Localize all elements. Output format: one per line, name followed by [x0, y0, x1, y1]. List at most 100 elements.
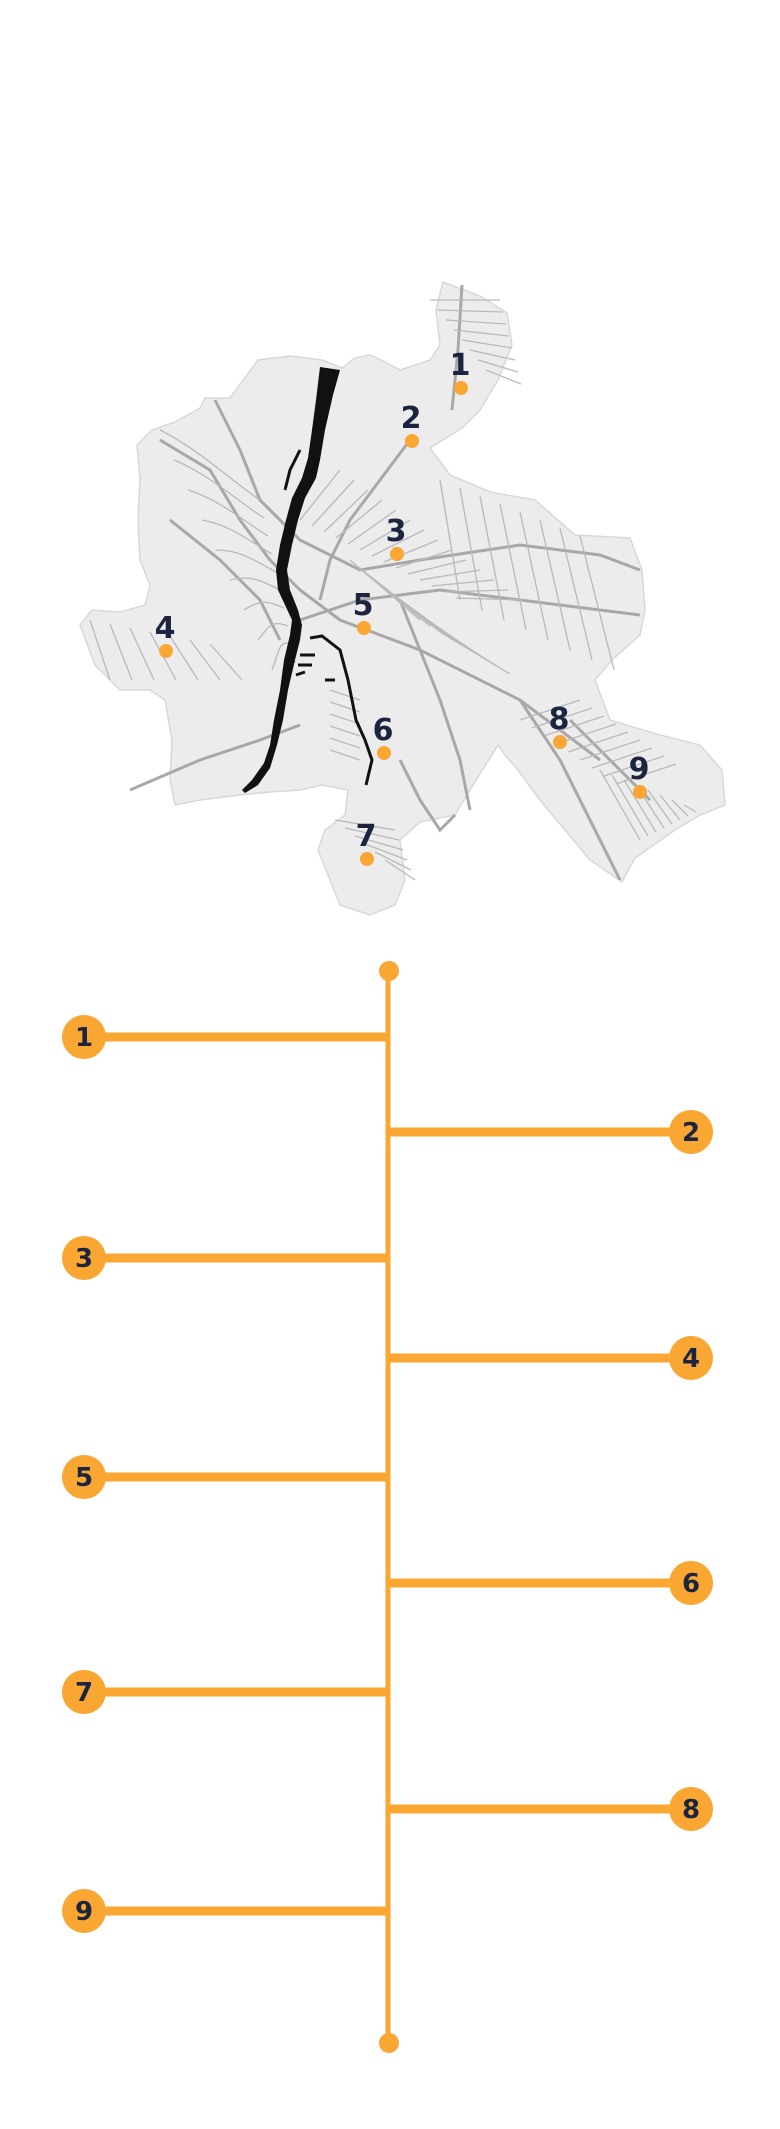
street: [579, 739, 641, 761]
timeline-node-label: 2: [682, 1118, 700, 1148]
street: [323, 489, 369, 533]
street: [439, 479, 461, 601]
map-marker-dot: [633, 785, 647, 799]
street: [129, 627, 155, 681]
street: [461, 339, 513, 349]
street: [591, 747, 653, 769]
street: [329, 749, 361, 761]
map-marker-label: 1: [450, 348, 471, 383]
street: [437, 309, 504, 313]
street: [543, 715, 605, 737]
map-marker-1[interactable]: 1: [450, 348, 471, 395]
map-marker-3[interactable]: 3: [386, 514, 407, 561]
street: [364, 843, 408, 861]
street: [311, 479, 355, 527]
street: [257, 622, 289, 641]
map-marker-7[interactable]: 7: [356, 819, 377, 866]
street: [229, 577, 281, 591]
map-marker-dot: [357, 621, 371, 635]
street: [344, 827, 400, 841]
street: [159, 429, 261, 501]
major-road: [299, 588, 641, 622]
street: [519, 699, 581, 721]
timeline-node-5[interactable]: 5: [62, 1455, 388, 1499]
street: [485, 369, 522, 385]
timeline-node-9[interactable]: 9: [62, 1889, 388, 1933]
street: [445, 319, 507, 325]
map-marker-dot: [454, 381, 468, 395]
street: [329, 713, 361, 725]
timeline-node-label: 3: [75, 1244, 93, 1274]
timeline-node-badge: [62, 1670, 106, 1714]
street: [439, 631, 511, 675]
street: [559, 527, 593, 661]
street: [453, 329, 510, 337]
timeline-node-3[interactable]: 3: [62, 1236, 388, 1280]
timeline-node-1[interactable]: 1: [62, 1015, 388, 1059]
map-marker-label: 8: [549, 702, 570, 737]
map-river: [242, 367, 374, 793]
timeline-node-6[interactable]: 6: [388, 1561, 713, 1605]
street: [479, 495, 505, 621]
street: [579, 535, 615, 671]
street: [519, 511, 549, 641]
timeline-node-badge: [669, 1110, 713, 1154]
timeline-node-2[interactable]: 2: [388, 1110, 713, 1154]
street: [215, 549, 277, 573]
major-road: [318, 439, 412, 601]
timeline-end-dot: [379, 2033, 399, 2053]
map-marker-label: 2: [401, 401, 422, 436]
street: [329, 689, 361, 701]
street: [329, 725, 361, 737]
map-marker-6[interactable]: 6: [373, 713, 394, 760]
timeline-node-badge: [62, 1889, 106, 1933]
timeline-node-badge: [669, 1787, 713, 1831]
timeline-nodes: 1 2 3 4 5 6 7 8 9: [62, 1015, 713, 1933]
map-marker-8[interactable]: 8: [549, 702, 570, 749]
street: [371, 529, 425, 557]
map-marker-dot: [360, 852, 374, 866]
timeline-node-4[interactable]: 4: [388, 1336, 713, 1380]
timeline-start-dot: [379, 961, 399, 981]
street: [334, 819, 396, 831]
map-marker-label: 7: [356, 819, 377, 854]
street: [335, 499, 383, 539]
street: [599, 769, 641, 841]
map-land: [79, 281, 726, 916]
timeline-node-label: 8: [682, 1795, 700, 1825]
street: [173, 459, 265, 519]
timeline-node-8[interactable]: 8: [388, 1787, 713, 1831]
map-marker-2[interactable]: 2: [401, 401, 422, 448]
street: [169, 635, 199, 681]
map-marker-9[interactable]: 9: [629, 752, 650, 799]
street: [469, 349, 516, 361]
street: [671, 799, 689, 817]
timeline-node-7[interactable]: 7: [62, 1670, 388, 1714]
map-marker-dot: [390, 547, 404, 561]
timeline-node-badge: [669, 1561, 713, 1605]
map-marker-dot: [159, 644, 173, 658]
map-marker-5[interactable]: 5: [353, 588, 374, 635]
map-outline: [79, 281, 726, 916]
street: [683, 804, 697, 813]
street: [187, 489, 269, 537]
street: [243, 601, 285, 611]
map-marker-dot: [553, 735, 567, 749]
map-marker-label: 4: [155, 611, 176, 646]
street: [384, 859, 416, 881]
map-marker-label: 3: [386, 514, 407, 549]
street: [109, 623, 133, 681]
street: [431, 579, 495, 587]
timeline-node-label: 1: [75, 1023, 93, 1053]
street: [611, 774, 649, 837]
timeline-node-label: 6: [682, 1569, 700, 1599]
street: [419, 569, 481, 581]
street: [299, 469, 341, 521]
map-markers: 12 3 4 5 6 7 8 9: [155, 348, 650, 866]
timeline-node-label: 9: [75, 1897, 93, 1927]
timeline-node-label: 5: [75, 1463, 93, 1493]
major-road: [169, 518, 282, 641]
timeline-node-badge: [62, 1236, 106, 1280]
numbered-timeline: 1 2 3 4 5 6 7 8 9: [62, 961, 713, 2053]
map-marker-4[interactable]: 4: [155, 611, 176, 658]
